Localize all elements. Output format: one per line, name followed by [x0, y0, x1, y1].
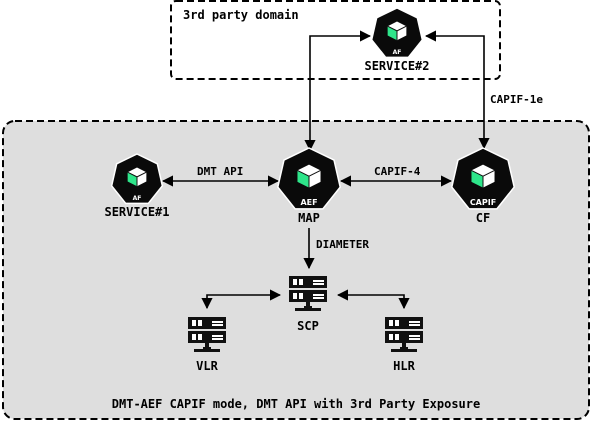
vlr-label: VLR: [196, 359, 218, 373]
label-capif-1e: CAPIF-1e: [490, 93, 543, 106]
cf-heptagon-icon: [450, 147, 516, 210]
link-service2-map: [304, 30, 372, 152]
scp-label: SCP: [297, 319, 319, 333]
diagram-caption: DMT-AEF CAPIF mode, DMT API with 3rd Par…: [112, 397, 480, 411]
external-domain-label: 3rd party domain: [183, 8, 299, 22]
map-heptagon-icon: [276, 147, 342, 210]
service1-heptagon-icon: [110, 153, 164, 205]
cf-label: CF: [476, 211, 490, 225]
service2-node: AF SERVICE#2: [364, 7, 430, 73]
hlr-label: HLR: [393, 359, 415, 373]
map-node: AEF MAP: [276, 147, 342, 225]
label-diameter: DIAMETER: [316, 238, 369, 251]
map-badge: AEF: [300, 198, 317, 207]
service1-node: AF SERVICE#1: [104, 153, 170, 219]
hlr-node: HLR: [385, 317, 423, 373]
service1-badge: AF: [133, 195, 142, 202]
service2-heptagon-icon: [370, 7, 424, 59]
service2-label: SERVICE#2: [364, 59, 429, 73]
vlr-node: VLR: [188, 317, 226, 373]
service2-badge: AF: [393, 49, 402, 56]
label-dmt-api: DMT API: [197, 165, 243, 178]
map-label: MAP: [298, 211, 320, 225]
scp-node: SCP: [289, 276, 327, 333]
cf-badge: CAPIF: [470, 198, 496, 207]
link-scp-hlr: [336, 289, 410, 310]
link-scp-vlr: [201, 289, 282, 310]
link-service2-cf: [424, 30, 490, 150]
label-capif-4: CAPIF-4: [374, 165, 421, 178]
service1-label: SERVICE#1: [104, 205, 169, 219]
cf-node: CAPIF CF: [450, 147, 516, 225]
